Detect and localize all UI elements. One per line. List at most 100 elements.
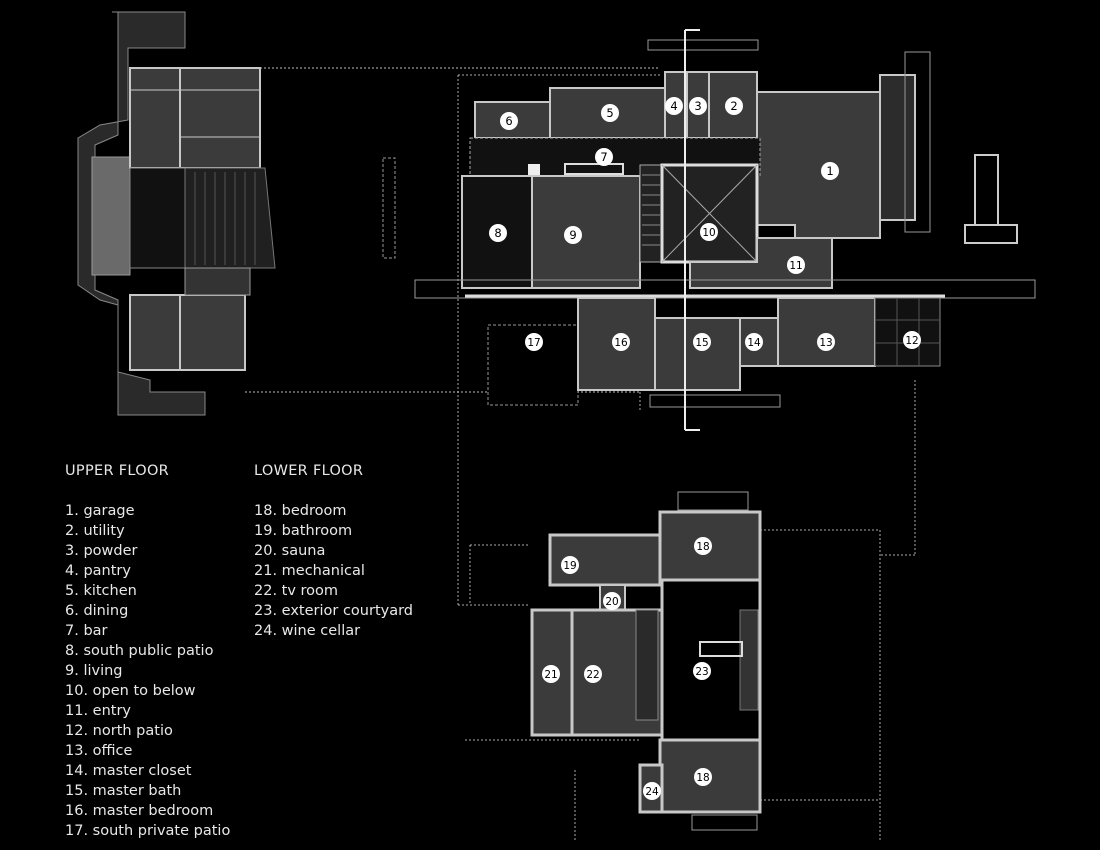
room-number-marker: 22 [584, 665, 602, 683]
marker-label: 18 [696, 772, 709, 784]
marker-label: 14 [747, 337, 761, 349]
legend-item: 18. bedroom [254, 503, 347, 519]
room-number-marker: 7 [595, 148, 613, 166]
marker-circle [693, 662, 711, 680]
marker-circle [525, 333, 543, 351]
marker-label: 3 [694, 99, 701, 113]
room-north-patio [874, 297, 941, 367]
marker-circle [500, 112, 518, 130]
legend-item: 22. tv room [254, 583, 339, 599]
legend-item: 15. master bath [65, 783, 182, 799]
room-office [777, 297, 876, 367]
marker-label: 1 [826, 164, 833, 178]
marker-circle [643, 782, 661, 800]
room-number-marker: 24 [643, 782, 661, 800]
room-number-marker: 15 [693, 333, 711, 351]
marker-circle [603, 592, 621, 610]
marker-circle [489, 224, 507, 242]
marker-circle [694, 768, 712, 786]
legend-item: 14. master closet [65, 763, 192, 779]
marker-label: 5 [606, 106, 613, 120]
legend-item: 21. mechanical [254, 563, 365, 579]
marker-circle [612, 333, 630, 351]
marker-circle [725, 97, 743, 115]
marker-label: 21 [544, 669, 557, 681]
marker-circle [700, 223, 718, 241]
legend-item: 8. south public patio [65, 643, 214, 659]
room-number-marker: 8 [489, 224, 507, 242]
marker-label: 23 [695, 666, 708, 678]
marker-circle [745, 333, 763, 351]
marker-circle [595, 148, 613, 166]
marker-circle [903, 331, 921, 349]
room-number-marker: 4 [665, 97, 683, 115]
room-number-marker: 12 [903, 331, 921, 349]
legend-item: 9. living [65, 663, 123, 679]
legend-item: 4. pantry [65, 563, 131, 579]
lower-room-markers: 18 19 20 21 22 23 18 24 [542, 537, 712, 800]
marker-label: 15 [695, 337, 708, 349]
marker-label: 8 [494, 226, 501, 240]
marker-label: 4 [670, 99, 677, 113]
room-number-marker: 11 [787, 256, 805, 274]
legend-item: 16. master bedroom [65, 803, 214, 819]
lower-floor-plan [465, 491, 881, 840]
room-garage [756, 91, 881, 239]
room-number-marker: 17 [525, 333, 543, 351]
marker-label: 7 [600, 150, 607, 164]
marker-label: 17 [527, 337, 540, 349]
room-number-marker: 9 [564, 226, 582, 244]
marker-label: 12 [905, 335, 918, 347]
room-number-marker: 2 [725, 97, 743, 115]
legend-lower-heading: LOWER FLOOR [254, 463, 364, 479]
room-master-bath [654, 317, 741, 391]
marker-label: 10 [702, 227, 715, 239]
legend-item: 10. open to below [65, 683, 196, 699]
room-number-marker: 18 [694, 537, 712, 555]
legend-item: 20. sauna [254, 543, 326, 559]
marker-circle [584, 665, 602, 683]
legend-item: 7. bar [65, 623, 108, 639]
legend-item: 6. dining [65, 603, 129, 619]
legend-item: 24. wine cellar [254, 623, 361, 639]
room-living [531, 175, 641, 289]
legend-item: 23. exterior courtyard [254, 603, 414, 619]
legend-item: 3. powder [65, 543, 138, 559]
marker-circle [787, 256, 805, 274]
room-number-marker: 19 [561, 556, 579, 574]
marker-label: 16 [614, 337, 628, 349]
legend-item: 1. garage [65, 503, 135, 519]
marker-circle [665, 97, 683, 115]
room-number-marker: 20 [603, 592, 621, 610]
marker-label: 11 [789, 260, 802, 272]
marker-label: 19 [563, 560, 576, 572]
legend-item: 11. entry [65, 703, 132, 719]
room-number-marker: 23 [693, 662, 711, 680]
marker-label: 13 [819, 337, 832, 349]
marker-circle [821, 162, 839, 180]
marker-circle [564, 226, 582, 244]
room-number-marker: 21 [542, 665, 560, 683]
marker-label: 18 [696, 541, 709, 553]
marker-label: 9 [569, 228, 576, 242]
legend-item: 5. kitchen [65, 583, 137, 599]
room-number-marker: 16 [612, 333, 630, 351]
marker-label: 20 [605, 596, 618, 608]
legend-item: 12. north patio [65, 723, 173, 739]
room-number-marker: 6 [500, 112, 518, 130]
room-number-marker: 14 [745, 333, 763, 351]
room-number-marker: 5 [601, 104, 619, 122]
legend-item: 17. south private patio [65, 823, 231, 839]
room-number-marker: 18 [694, 768, 712, 786]
marker-label: 22 [586, 669, 599, 681]
legend-upper-heading: UPPER FLOOR [65, 463, 170, 479]
marker-circle [689, 97, 707, 115]
room-entry [689, 237, 833, 289]
room-bar [469, 137, 761, 177]
room-number-marker: 10 [700, 223, 718, 241]
